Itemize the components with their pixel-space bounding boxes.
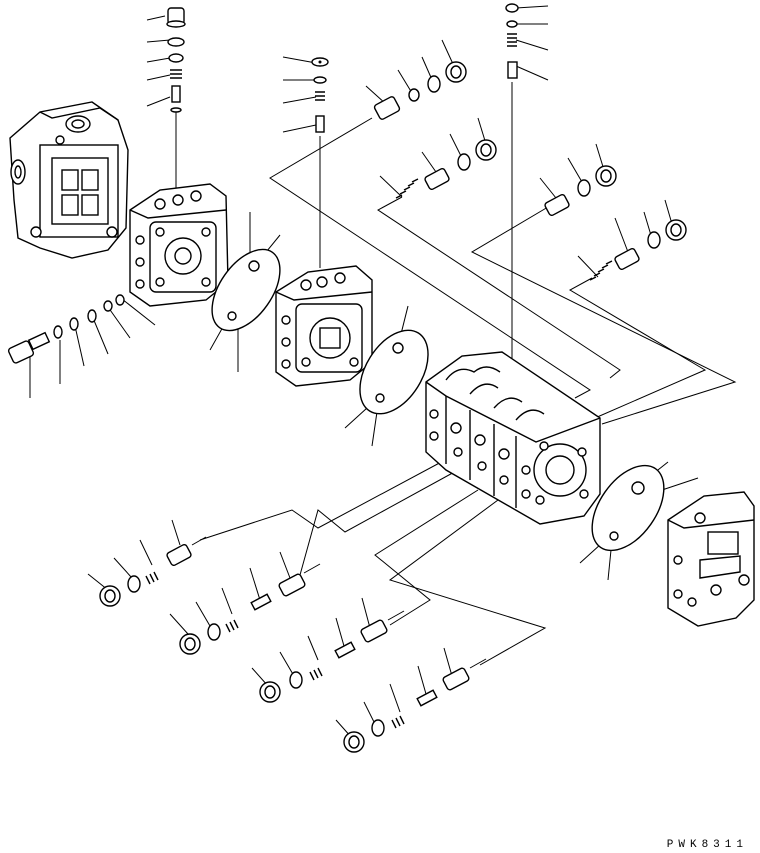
spool-end-group-1 [373, 61, 467, 120]
relief-plug-stack-3 [505, 3, 519, 79]
gasket-2 [359, 329, 429, 415]
spool-end-group-3 [544, 165, 617, 216]
lower-spool-group-2 [179, 563, 321, 655]
left-plug-and-rings [7, 294, 125, 364]
lower-spool-group-3 [259, 610, 405, 703]
valve-section-2 [275, 265, 373, 387]
relief-plug-stack-1 [166, 7, 186, 113]
gasket-1 [211, 248, 281, 332]
drawing-code: PWK8311 [666, 839, 748, 851]
spool-end-group-4 [589, 219, 687, 281]
spool-end-group-2 [395, 139, 497, 199]
valve-section-1 [129, 183, 229, 307]
left-end-housing [9, 101, 129, 259]
lower-spool-group-4 [343, 658, 487, 753]
lower-spool-group-1 [99, 536, 207, 607]
relief-plug-stack-2 [311, 57, 329, 133]
assembly-guide-lines [175, 82, 737, 666]
main-valve-block [425, 351, 601, 525]
gasket-3 [591, 464, 665, 552]
right-end-cover [667, 491, 755, 627]
